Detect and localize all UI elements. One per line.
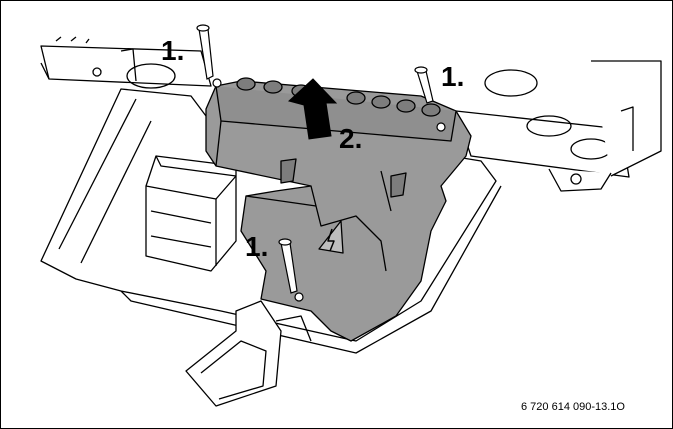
step-1-label-right: 1. — [441, 61, 465, 92]
lift-arrow-icon — [287, 78, 338, 140]
electronics-cover — [205, 77, 472, 342]
mounting-bracket — [185, 300, 282, 407]
reference-code: 6 720 614 090-13.1O — [521, 401, 625, 413]
left-bracket — [40, 45, 212, 87]
step-2-label: 2. — [339, 123, 363, 154]
transformer — [145, 155, 237, 272]
screw-icon — [196, 24, 446, 302]
step-1-label-left: 1. — [161, 35, 185, 66]
step-1-label-bottom: 1. — [245, 231, 269, 262]
high-voltage-warning-icon — [318, 220, 344, 254]
